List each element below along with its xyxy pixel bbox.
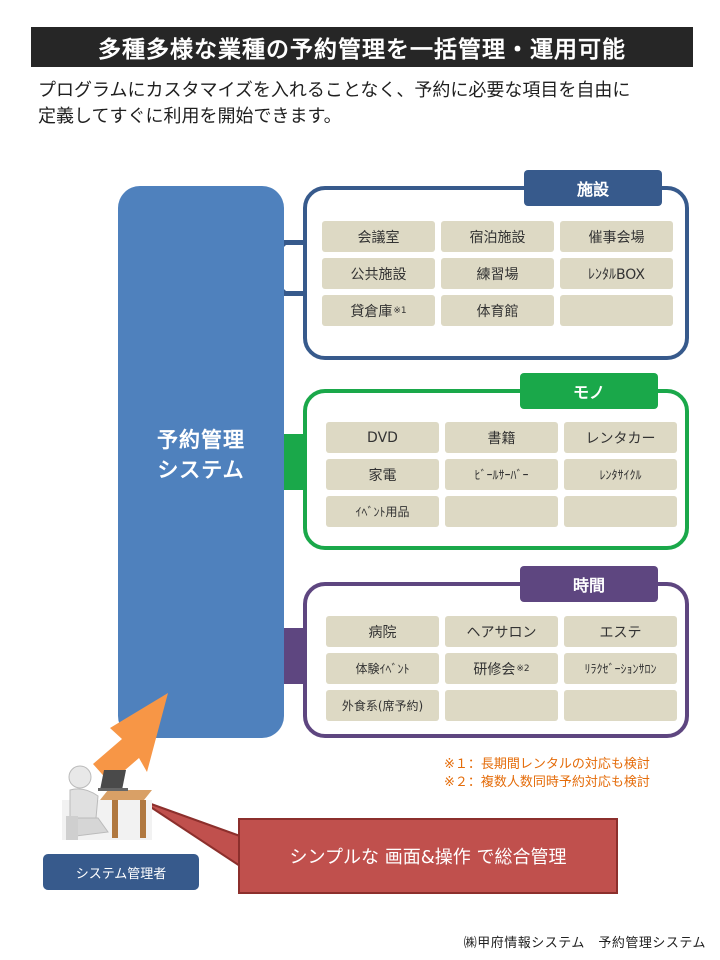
- goods-item: レンタカー: [564, 422, 677, 453]
- system-admin-label: システム管理者: [43, 854, 199, 890]
- time-item: ﾘﾗｸｾﾞｰｼｮﾝｻﾛﾝ: [564, 653, 677, 684]
- reservation-system-label: 予約管理 システム: [118, 425, 284, 485]
- footnote-1: ※１：長期間レンタルの対応も検討: [444, 757, 650, 772]
- note-mark-2: ※2: [516, 663, 530, 674]
- orange-arrow-icon: [93, 693, 168, 783]
- callout-box: シンプルな 画面&操作 で総合管理: [238, 818, 618, 894]
- goods-item: ﾚﾝﾀｻｲｸﾙ: [564, 459, 677, 490]
- page-title: 多種多様な業種の予約管理を一括管理・運用可能: [31, 27, 693, 67]
- time-item: エステ: [564, 616, 677, 647]
- intro-line-1: プログラムにカスタマイズを入れることなく、予約に必要な項目を自由に: [38, 80, 631, 101]
- time-item-label: 研修会: [473, 661, 516, 678]
- note-mark-1: ※1: [393, 305, 407, 316]
- facility-item: 練習場: [441, 258, 554, 289]
- system-label-line-2: システム: [157, 458, 245, 482]
- facility-item: 体育館: [441, 295, 554, 326]
- facility-item: 催事会場: [560, 221, 673, 252]
- goods-tab: モノ: [520, 373, 658, 409]
- facility-item: 貸倉庫※1: [322, 295, 435, 326]
- time-item-empty: [564, 690, 677, 721]
- intro-text: プログラムにカスタマイズを入れることなく、予約に必要な項目を自由に 定義してすぐ…: [38, 78, 688, 130]
- time-item-empty: [445, 690, 558, 721]
- time-item: 病院: [326, 616, 439, 647]
- goods-item: 家電: [326, 459, 439, 490]
- footnotes: ※１：長期間レンタルの対応も検討 ※２：複数人数同時予約対応も検討: [444, 756, 650, 792]
- facility-tab: 施設: [524, 170, 662, 206]
- goods-item: ﾋﾞｰﾙｻｰﾊﾞｰ: [445, 459, 558, 490]
- system-label-line-1: 予約管理: [157, 428, 245, 452]
- time-grid: 病院 ヘアサロン エステ 体験ｲﾍﾞﾝﾄ 研修会※2 ﾘﾗｸｾﾞｰｼｮﾝｻﾛﾝ …: [326, 616, 677, 721]
- facility-item: ﾚﾝﾀﾙBOX: [560, 258, 673, 289]
- goods-grid: DVD 書籍 レンタカー 家電 ﾋﾞｰﾙｻｰﾊﾞｰ ﾚﾝﾀｻｲｸﾙ ｲﾍﾞﾝﾄ用…: [326, 422, 677, 527]
- goods-item: DVD: [326, 422, 439, 453]
- intro-line-2: 定義してすぐに利用を開始できます。: [38, 106, 342, 127]
- goods-item: ｲﾍﾞﾝﾄ用品: [326, 496, 439, 527]
- goods-item: 書籍: [445, 422, 558, 453]
- facility-item: 公共施設: [322, 258, 435, 289]
- time-item: ヘアサロン: [445, 616, 558, 647]
- time-item: 体験ｲﾍﾞﾝﾄ: [326, 653, 439, 684]
- company-footer: ㈱甲府情報システム 予約管理システム: [463, 936, 706, 951]
- facility-item-empty: [560, 295, 673, 326]
- facility-item: 会議室: [322, 221, 435, 252]
- time-tab: 時間: [520, 566, 658, 602]
- time-item: 外食系(席予約): [326, 690, 439, 721]
- goods-item-empty: [445, 496, 558, 527]
- reservation-system-box: [118, 186, 284, 738]
- time-item: 研修会※2: [445, 653, 558, 684]
- facility-item-label: 貸倉庫: [350, 303, 393, 320]
- admin-person-icon: [62, 765, 152, 840]
- facility-grid: 会議室 宿泊施設 催事会場 公共施設 練習場 ﾚﾝﾀﾙBOX 貸倉庫※1 体育館: [322, 221, 673, 326]
- footnote-2: ※２：複数人数同時予約対応も検討: [444, 775, 650, 790]
- facility-item: 宿泊施設: [441, 221, 554, 252]
- goods-item-empty: [564, 496, 677, 527]
